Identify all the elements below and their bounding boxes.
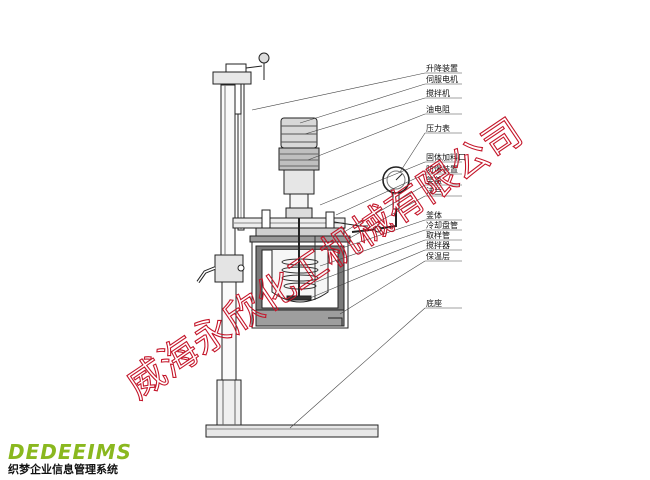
logo-subtitle: 织梦企业信息管理系统 bbox=[8, 462, 118, 476]
servo-motor bbox=[278, 117, 320, 219]
label-servo-motor: 伺服电机 bbox=[426, 74, 458, 84]
label-vessel-lid: 釜盖 bbox=[426, 175, 442, 185]
label-sampling-tube: 取样管 bbox=[426, 230, 450, 240]
dedeeims-logo: DEDEEIMS 织梦企业信息管理系统 bbox=[8, 440, 132, 476]
label-stirrer: 搅拌器 bbox=[426, 240, 450, 250]
label-pressure-gauge: 压力表 bbox=[426, 123, 450, 133]
company-watermark: 威海永欣化工机械有限公司 bbox=[118, 109, 531, 407]
leader-lines bbox=[251, 72, 462, 429]
label-cooling-coil: 冷却盘管 bbox=[426, 220, 458, 230]
label-flange: 法兰 bbox=[426, 186, 442, 196]
label-solid-feed-port: 固体加料口 bbox=[426, 152, 466, 162]
label-stirrer-drive: 搅拌机 bbox=[426, 88, 450, 98]
logo-brand: DEDEEIMS bbox=[8, 440, 132, 464]
label-lift-device: 升降装置 bbox=[426, 63, 458, 73]
label-insulation-layer: 保温层 bbox=[426, 251, 450, 261]
part-labels: 升降装置 伺服电机 搅拌机 油电阻 压力表 固体加料口 防爆装置 釜盖 法兰 釜… bbox=[426, 63, 466, 308]
label-base: 底座 bbox=[426, 298, 442, 308]
label-vessel-body: 釜体 bbox=[426, 210, 442, 220]
support-column bbox=[196, 79, 245, 426]
label-explosion-proof: 防爆装置 bbox=[426, 164, 458, 174]
lifting-head bbox=[212, 52, 270, 115]
label-oil-resistor: 油电阻 bbox=[426, 104, 450, 114]
base-plate bbox=[205, 424, 379, 438]
vessel-jacket bbox=[251, 218, 349, 329]
